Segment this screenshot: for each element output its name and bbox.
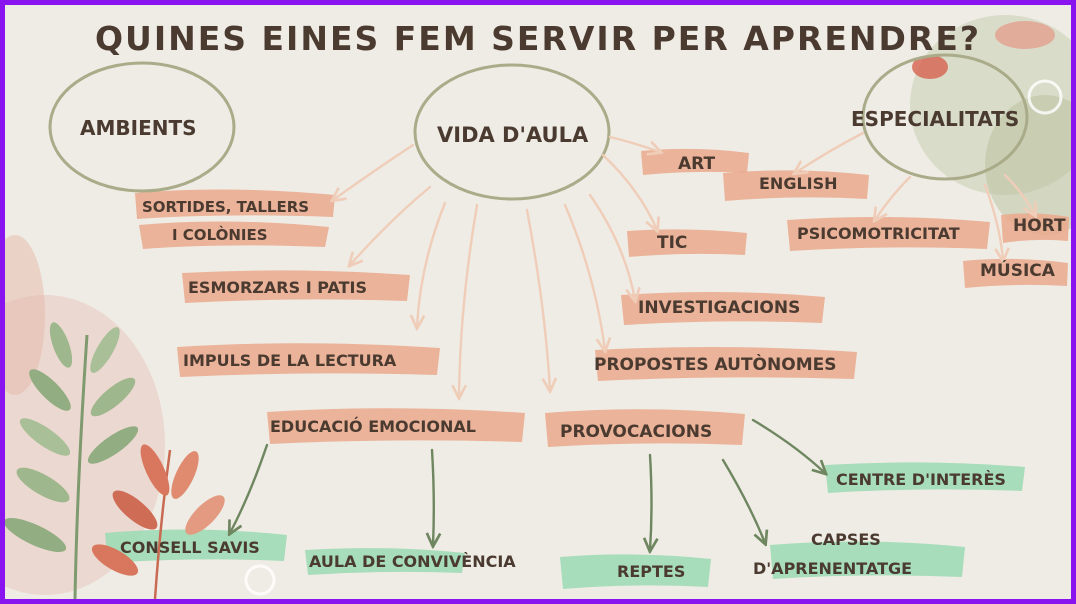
- brush-hort: [1001, 213, 1069, 243]
- item-investigacions: INVESTIGACIONS: [638, 298, 801, 318]
- item-capses-line2: D'APRENENTATGE: [753, 559, 913, 578]
- brush-consell: [105, 529, 287, 563]
- item-consell-savis: CONSELL SAVIS: [120, 538, 260, 557]
- white-swirl: [1027, 79, 1063, 115]
- brush-capses: [770, 541, 965, 579]
- arrow-to-esmorzars: [350, 185, 432, 265]
- orange-arrows: [333, 131, 1035, 397]
- arrow-to-centre: [751, 418, 825, 473]
- category-ellipses: [48, 53, 1029, 201]
- decoration-layer: [5, 15, 1071, 599]
- green-wash-right: [985, 95, 1071, 235]
- plant-leaf: [16, 467, 70, 503]
- plant-leaf: [19, 418, 71, 456]
- category-especialitats: ESPECIALITATS: [851, 107, 1020, 131]
- item-musica: MÚSICA: [980, 261, 1055, 281]
- arrow-to-english: [795, 131, 865, 173]
- brush-investigacions: [621, 291, 825, 325]
- green-arrows: [230, 418, 825, 550]
- arrow-to-propostes: [563, 203, 605, 350]
- brush-musica: [963, 258, 1068, 288]
- arrow-to-emocional: [459, 203, 479, 397]
- arrow-to-reptes: [650, 453, 652, 550]
- brush-emocional: [267, 408, 525, 444]
- ellipse-vida-aula: [413, 63, 611, 201]
- pink-wash-bottom-left: [5, 295, 165, 595]
- arrow-to-musica: [983, 183, 1003, 260]
- plant-decoration: [5, 79, 1063, 599]
- item-hort: HORT: [1013, 216, 1066, 236]
- item-psicomotricitat: PSICOMOTRICITAT: [797, 224, 960, 243]
- plant-stem: [73, 334, 89, 599]
- brush-sortides-2: [139, 221, 329, 249]
- item-esmorzars: ESMORZARS I PATIS: [188, 278, 368, 297]
- red-leaf-top: [912, 55, 948, 79]
- arrow-to-aula: [432, 448, 434, 545]
- item-english: ENGLISH: [759, 174, 838, 193]
- arrow-to-investigacions: [588, 193, 635, 300]
- brush-reptes: [560, 554, 711, 589]
- item-capses-line1: CAPSES: [811, 530, 881, 549]
- brush-centre: [825, 462, 1025, 493]
- page-title: QUINES EINES FEM SERVIR PER APRENDRE?: [94, 19, 982, 58]
- brush-aula: [305, 548, 465, 575]
- plant-leaf: [87, 426, 139, 464]
- brush-strokes: [105, 148, 1069, 589]
- item-aula-convivencia: AULA DE CONVIVÈNCIA: [309, 552, 516, 571]
- arrow-to-consell: [230, 443, 269, 533]
- arrow-to-art: [608, 135, 660, 152]
- arrow-to-sortides: [333, 143, 415, 200]
- arrow-to-provocacions: [525, 208, 550, 390]
- brush-impuls: [177, 343, 440, 377]
- arrow-to-capses: [721, 458, 765, 543]
- watercolor-blobs: [5, 15, 1071, 595]
- red-plant-stem: [153, 449, 172, 599]
- brush-english: [723, 170, 869, 201]
- brush-psicomotricitat: [787, 216, 990, 251]
- brush-art: [641, 148, 749, 175]
- plant-leaf: [90, 327, 120, 373]
- brush-propostes: [595, 346, 857, 381]
- item-impuls-lectura: IMPULS DE LA LECTURA: [183, 351, 397, 370]
- red-leaf: [91, 544, 139, 576]
- pink-leaf-top: [995, 21, 1055, 49]
- pink-wash-left: [5, 235, 45, 395]
- category-ambients: AMBIENTS: [80, 116, 197, 140]
- arrow-to-impuls: [417, 201, 447, 327]
- brush-provocacions: [545, 409, 745, 447]
- brush-tic: [627, 229, 747, 257]
- item-sortides-line1: SORTIDES, TALLERS: [142, 198, 310, 216]
- brush-esmorzars: [182, 270, 410, 303]
- plant-leaf: [90, 377, 136, 417]
- item-art: ART: [678, 154, 716, 174]
- item-propostes-autonomes: PROPOSTES AUTÒNOMES: [594, 355, 837, 375]
- item-reptes: REPTES: [617, 562, 686, 581]
- red-leaf: [112, 490, 158, 530]
- item-centre-interes: CENTRE D'INTERÈS: [836, 470, 1006, 489]
- item-provocacions: PROVOCACIONS: [560, 422, 713, 442]
- category-vida-aula: VIDA D'AULA: [437, 123, 589, 147]
- item-sortides-line2: I COLÒNIES: [172, 226, 268, 244]
- red-leaf: [185, 495, 225, 535]
- item-tic: TIC: [657, 233, 688, 253]
- arrow-to-psicomotricitat: [875, 175, 912, 220]
- brush-sortides-1: [135, 189, 335, 219]
- plant-leaf: [29, 369, 71, 411]
- plant-leaf: [49, 322, 73, 368]
- red-leaf: [171, 451, 199, 499]
- red-leaf: [140, 444, 170, 496]
- arrow-to-tic: [601, 153, 657, 230]
- arrow-to-hort: [1003, 173, 1035, 215]
- item-educacio-emocional: EDUCACIÓ EMOCIONAL: [270, 417, 476, 436]
- plant-leaf: [5, 518, 67, 552]
- ellipse-ambients: [48, 61, 236, 193]
- ellipse-especialitats: [861, 53, 1029, 181]
- white-swirl: [244, 564, 276, 596]
